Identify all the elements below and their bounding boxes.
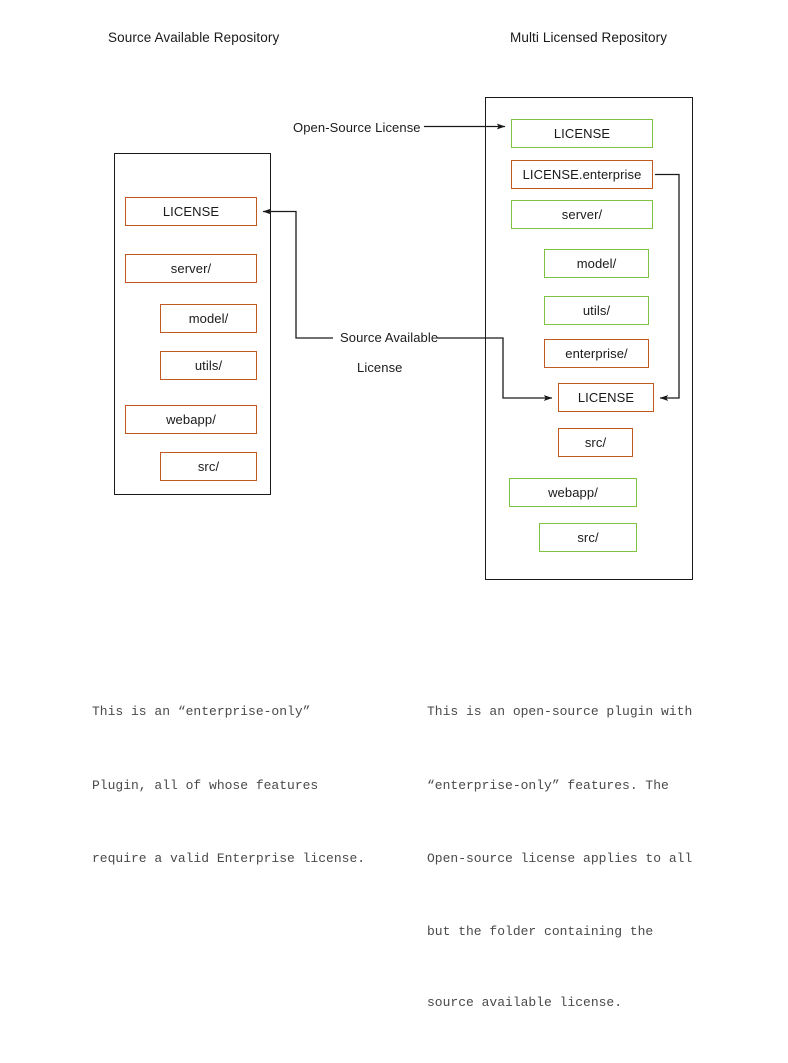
node-label: LICENSE [162, 204, 220, 219]
node-label: utils/ [582, 303, 611, 318]
right-caption: This is an open-source plugin with “ente… [427, 651, 692, 1063]
node-label: server/ [561, 207, 603, 222]
caption-line: This is an “enterprise-only” [92, 704, 311, 719]
node-label: webapp/ [166, 412, 216, 427]
right-repo-title: Multi Licensed Repository [510, 30, 668, 45]
node-label: src/ [197, 459, 220, 474]
node-left-server[interactable]: server/ [125, 254, 257, 283]
node-label: model/ [188, 311, 229, 326]
node-label: LICENSE [577, 390, 635, 405]
node-label: utils/ [194, 358, 223, 373]
node-label: enterprise/ [565, 346, 628, 361]
node-right-utils[interactable]: utils/ [544, 296, 649, 325]
node-right-src-enterprise[interactable]: src/ [558, 428, 633, 457]
caption-line: require a valid Enterprise license. [92, 851, 366, 866]
edge-label-source-available-line2: License [357, 360, 403, 375]
node-label: src/ [577, 530, 599, 545]
left-caption: This is an “enterprise-only” Plugin, all… [92, 651, 365, 921]
node-right-license-nested[interactable]: LICENSE [558, 383, 654, 412]
diagram-canvas: Source Available Repository Multi Licens… [92, 30, 693, 1010]
node-label: server/ [170, 261, 212, 276]
caption-line: source available license. [427, 994, 623, 1010]
node-left-license[interactable]: LICENSE [125, 197, 257, 226]
node-right-webapp[interactable]: webapp/ [509, 478, 637, 507]
node-right-model[interactable]: model/ [544, 249, 649, 278]
caption-line: Plugin, all of whose features [92, 777, 319, 793]
node-right-license-enterprise[interactable]: LICENSE.enterprise [511, 160, 653, 189]
node-label: src/ [584, 435, 607, 450]
node-label: LICENSE [553, 126, 611, 141]
node-label: LICENSE.enterprise [522, 167, 642, 182]
caption-line: but the folder containing the [427, 923, 654, 939]
caption-line: “enterprise-only” features. The [427, 777, 669, 793]
node-left-src[interactable]: src/ [160, 452, 257, 481]
caption-line: Open-source license applies to all [427, 851, 693, 866]
node-label: model/ [576, 256, 617, 271]
node-left-utils[interactable]: utils/ [160, 351, 257, 380]
wire-source-available-to-left-license [262, 208, 333, 339]
caption-line: This is an open-source plugin with [427, 704, 693, 719]
node-right-license-open[interactable]: LICENSE [511, 119, 653, 148]
left-repo-title: Source Available Repository [108, 30, 280, 45]
node-right-src-open[interactable]: src/ [539, 523, 637, 552]
node-left-model[interactable]: model/ [160, 304, 257, 333]
node-left-webapp[interactable]: webapp/ [125, 405, 257, 434]
node-right-server[interactable]: server/ [511, 200, 653, 229]
edge-label-open-source-license: Open-Source License [293, 120, 421, 135]
edge-label-source-available-line1: Source Available [340, 330, 439, 345]
node-label: webapp/ [548, 485, 598, 500]
node-right-enterprise[interactable]: enterprise/ [544, 339, 649, 368]
